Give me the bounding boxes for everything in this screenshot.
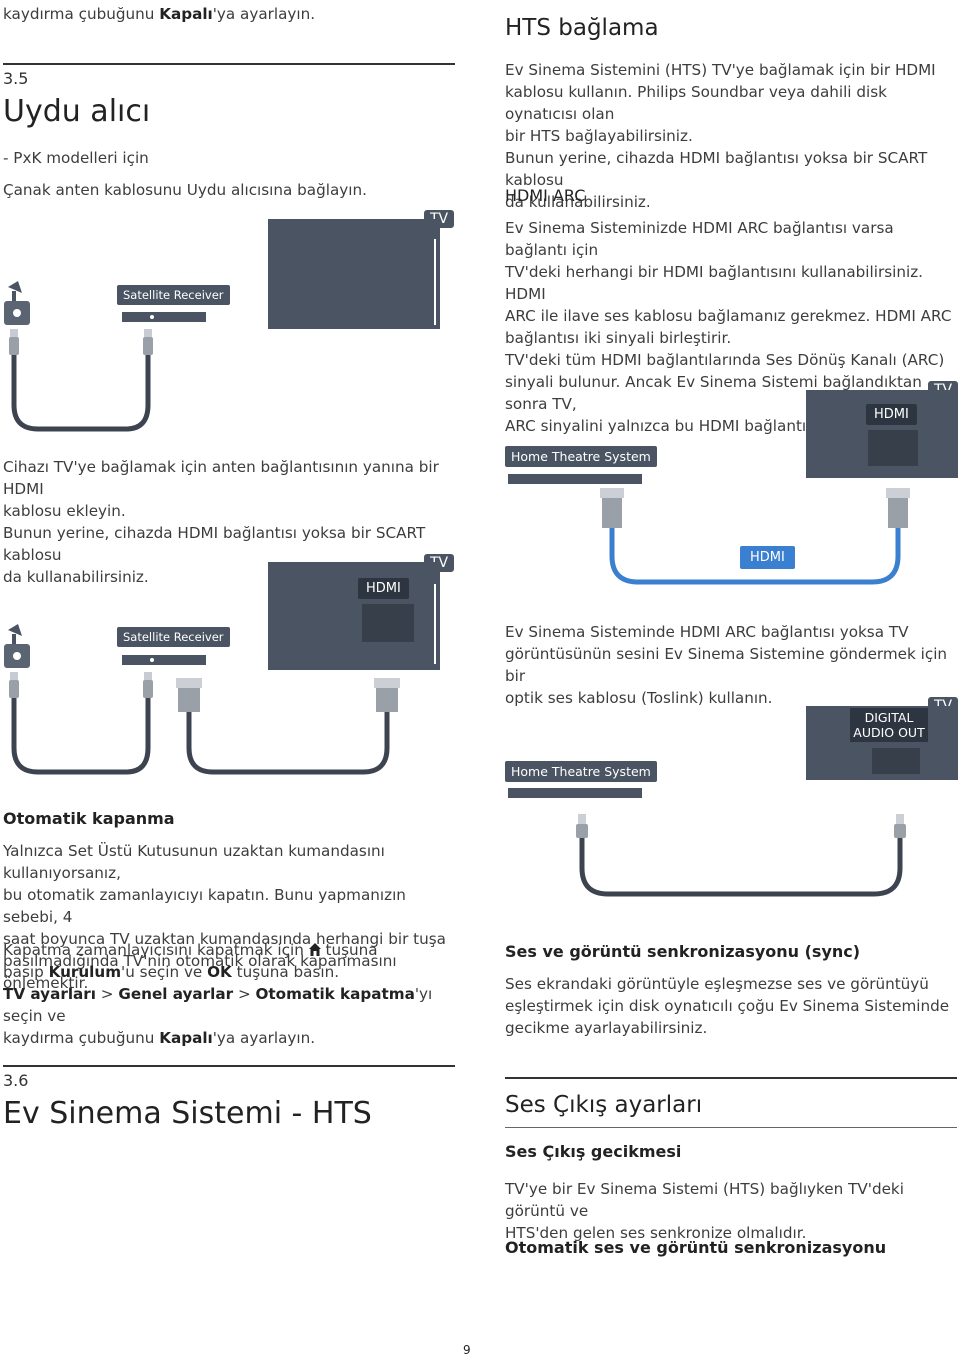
hts-hdmi-diagram: TV HDMI Home Theatre System HDMI: [500, 378, 960, 598]
auto-off-heading: Otomatik kapanma: [3, 809, 175, 828]
digital-audio-out-label: DIGITAL AUDIO OUT: [850, 708, 928, 742]
receiver-label: Satellite Receiver: [117, 627, 230, 647]
hdmi-port: [868, 430, 918, 466]
satellite-receiver-diagram: TV Satellite Receiver: [0, 205, 460, 435]
audio-delay-paragraph: TV'ye bir Ev Sinema Sistemi (HTS) bağlıy…: [505, 1180, 904, 1242]
hts-device: [508, 788, 642, 798]
auto-sync-heading: Otomatik ses ve görüntü senkronizasyonu: [505, 1238, 887, 1257]
hdmi-port: [362, 604, 414, 642]
hdmi-port-label: HDMI: [866, 404, 917, 425]
hdmi-cable-label: HDMI: [740, 546, 795, 569]
auto-off-instructions: Kapatma zamanlayıcısını kapatmak için tu…: [3, 941, 433, 1047]
section-divider: [505, 1077, 957, 1079]
auto-off-paragraph: Yalnızca Set Üstü Kutusunun uzaktan kuma…: [3, 842, 446, 992]
cable-drawing: [576, 814, 906, 897]
sync-heading: Ses ve görüntü senkronizasyonu (sync): [505, 942, 861, 961]
section-divider: [3, 1065, 455, 1067]
section-title: Uydu alıcı: [3, 94, 151, 129]
hts-paragraph: Ev Sinema Sistemini (HTS) TV'ye bağlamak…: [505, 61, 936, 211]
section-number: 3.6: [3, 1071, 29, 1090]
hts-connect-title: HTS bağlama: [505, 15, 659, 41]
hts-label: Home Theatre System: [505, 761, 657, 782]
hdmi-port-label: HDMI: [358, 578, 409, 599]
continued-text: kaydırma çubuğunu Kapalı'ya ayarlayın.: [3, 5, 316, 23]
optical-paragraph: Ev Sinema Sisteminde HDMI ARC bağlantısı…: [505, 623, 948, 707]
home-icon: [308, 943, 321, 956]
title-underline: [505, 1127, 957, 1128]
receiver-label: Satellite Receiver: [117, 285, 230, 305]
cable-drawing: [4, 624, 400, 775]
cable-drawing: [4, 281, 153, 432]
audio-delay-heading: Ses Çıkış gecikmesi: [505, 1142, 682, 1161]
hts-label: Home Theatre System: [505, 446, 657, 467]
audio-out-title: Ses Çıkış ayarları: [505, 1092, 703, 1118]
paragraph: Cihazı TV'ye bağlamak için anten bağlant…: [3, 458, 439, 586]
section-number: 3.5: [3, 69, 29, 88]
paragraph: Çanak anten kablosunu Uydu alıcısına bağ…: [3, 181, 367, 199]
section-divider: [3, 63, 455, 65]
cable-drawing: [600, 488, 910, 585]
models-note: - PxK modelleri için: [3, 149, 149, 167]
receiver-device: [122, 312, 206, 322]
hdmi-arc-heading: HDMI ARC: [505, 186, 586, 205]
page-number: 9: [463, 1343, 471, 1357]
satellite-dish-icon: [8, 624, 22, 644]
hts-device: [508, 474, 642, 484]
optical-port: [872, 748, 920, 774]
satellite-hdmi-diagram: TV HDMI Satellite Receiver: [0, 552, 460, 782]
satellite-dish-icon: [8, 281, 22, 301]
section-title: Ev Sinema Sistemi - HTS: [3, 1096, 372, 1131]
tv-device: [268, 219, 440, 329]
sync-paragraph: Ses ekrandaki görüntüyle eşleşmezse ses …: [505, 975, 950, 1037]
hts-optical-diagram: TV DIGITAL AUDIO OUT Home Theatre System: [500, 694, 960, 914]
receiver-device: [122, 655, 206, 665]
